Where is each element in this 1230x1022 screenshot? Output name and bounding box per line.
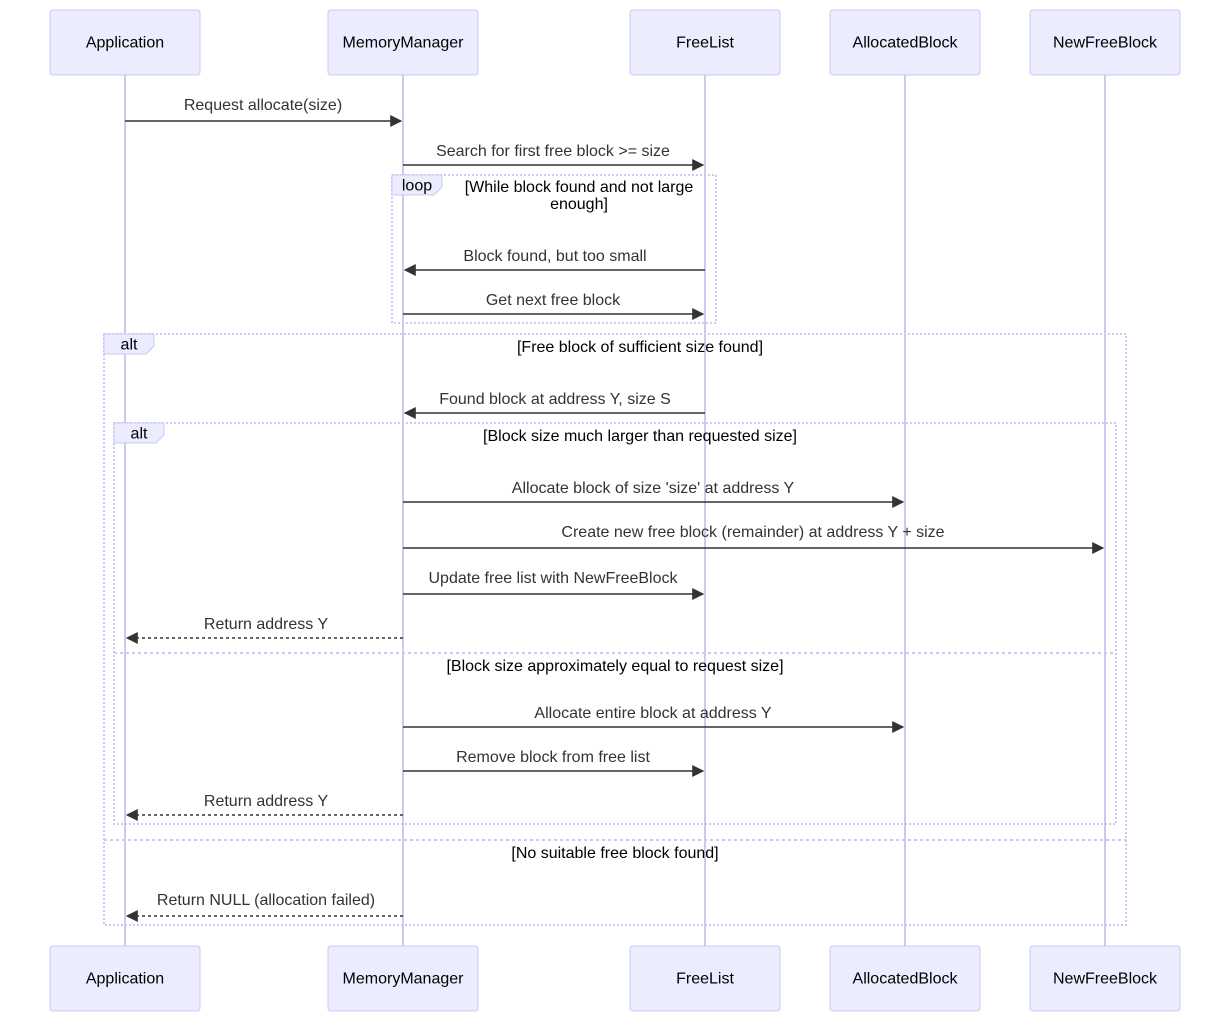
participant-memorymanager-bottom: MemoryManager bbox=[327, 945, 479, 1012]
outer-alt-frame-tab bbox=[103, 333, 155, 355]
message-label: Request allocate(size) bbox=[184, 97, 342, 114]
outer-alt-frame-condition: [Free block of sufficient size found] bbox=[517, 339, 763, 356]
message-12: Return address Y bbox=[125, 793, 403, 821]
message-2: Search for first free block >= size bbox=[403, 143, 705, 171]
message-label: Get next free block bbox=[486, 292, 621, 309]
outer-alt-frame: alt [Free block of sufficient size found… bbox=[103, 333, 1127, 926]
message-7: Create new free block (remainder) at add… bbox=[403, 524, 1105, 554]
participant-label: MemoryManager bbox=[343, 971, 465, 988]
message-label: Allocate block of size 'size' at address… bbox=[512, 480, 795, 497]
message-5: Found block at address Y, size S bbox=[403, 391, 705, 419]
participants-top: Application MemoryManager FreeList Alloc… bbox=[49, 9, 1181, 76]
loop-frame-kind: loop bbox=[402, 178, 432, 195]
frames: loop [While block found and not large en… bbox=[103, 174, 1127, 926]
message-11: Remove block from free list bbox=[403, 749, 705, 777]
participants-bottom: Application MemoryManager FreeList Alloc… bbox=[49, 945, 1181, 1012]
participant-allocatedblock-bottom: AllocatedBlock bbox=[829, 945, 981, 1012]
message-label: Found block at address Y, size S bbox=[439, 391, 671, 408]
inner-alt-frame-condition: [Block size much larger than requested s… bbox=[483, 428, 797, 445]
participant-freelist-top: FreeList bbox=[629, 9, 781, 76]
loop-frame-condition-line-2: enough] bbox=[550, 196, 608, 213]
participant-newfreeblock-top: NewFreeBlock bbox=[1029, 9, 1181, 76]
message-8: Update free list with NewFreeBlock bbox=[403, 570, 705, 600]
loop-frame: loop [While block found and not large en… bbox=[391, 174, 717, 324]
lifelines bbox=[124, 75, 1106, 946]
participant-label: MemoryManager bbox=[343, 35, 465, 52]
participant-label: FreeList bbox=[676, 35, 734, 52]
message-label: Search for first free block >= size bbox=[436, 143, 670, 160]
participant-memorymanager-top: MemoryManager bbox=[327, 9, 479, 76]
loop-frame-tab bbox=[391, 174, 443, 196]
message-label: Create new free block (remainder) at add… bbox=[561, 524, 944, 541]
participant-newfreeblock-bottom: NewFreeBlock bbox=[1029, 945, 1181, 1012]
inner-alt-frame: alt [Block size much larger than request… bbox=[113, 422, 1117, 825]
message-label: Return address Y bbox=[204, 793, 329, 810]
message-label: Remove block from free list bbox=[456, 749, 650, 766]
outer-alt-frame-kind: alt bbox=[121, 337, 138, 354]
message-1: Request allocate(size) bbox=[125, 97, 403, 127]
message-13: Return NULL (allocation failed) bbox=[125, 892, 403, 922]
message-label: Return address Y bbox=[204, 616, 329, 633]
inner-alt-frame-kind: alt bbox=[131, 426, 148, 443]
participant-allocatedblock-top: AllocatedBlock bbox=[829, 9, 981, 76]
participant-label: NewFreeBlock bbox=[1053, 35, 1158, 52]
message-label: Return NULL (allocation failed) bbox=[157, 892, 375, 909]
message-10: Allocate entire block at address Y bbox=[403, 705, 905, 733]
message-6: Allocate block of size 'size' at address… bbox=[403, 480, 905, 508]
message-4: Get next free block bbox=[403, 292, 705, 320]
participant-label: FreeList bbox=[676, 971, 734, 988]
message-3: Block found, but too small bbox=[403, 248, 705, 276]
inner-alt-frame-else-condition: [Block size approximately equal to reque… bbox=[446, 658, 783, 675]
participant-label: AllocatedBlock bbox=[853, 971, 959, 988]
outer-alt-frame-else-condition: [No suitable free block found] bbox=[511, 845, 718, 862]
participant-label: AllocatedBlock bbox=[853, 35, 959, 52]
message-label: Block found, but too small bbox=[463, 248, 646, 265]
participant-label: Application bbox=[86, 35, 164, 52]
participant-label: Application bbox=[86, 971, 164, 988]
messages: Request allocate(size) Search for first … bbox=[125, 97, 1105, 922]
participant-freelist-bottom: FreeList bbox=[629, 945, 781, 1012]
participant-application-bottom: Application bbox=[49, 945, 201, 1012]
participant-application-top: Application bbox=[49, 9, 201, 76]
message-label: Allocate entire block at address Y bbox=[534, 705, 772, 722]
message-label: Update free list with NewFreeBlock bbox=[429, 570, 679, 587]
participant-label: NewFreeBlock bbox=[1053, 971, 1158, 988]
inner-alt-frame-tab bbox=[113, 422, 165, 444]
loop-frame-condition-line-1: [While block found and not large bbox=[465, 179, 694, 196]
message-9: Return address Y bbox=[125, 616, 403, 644]
